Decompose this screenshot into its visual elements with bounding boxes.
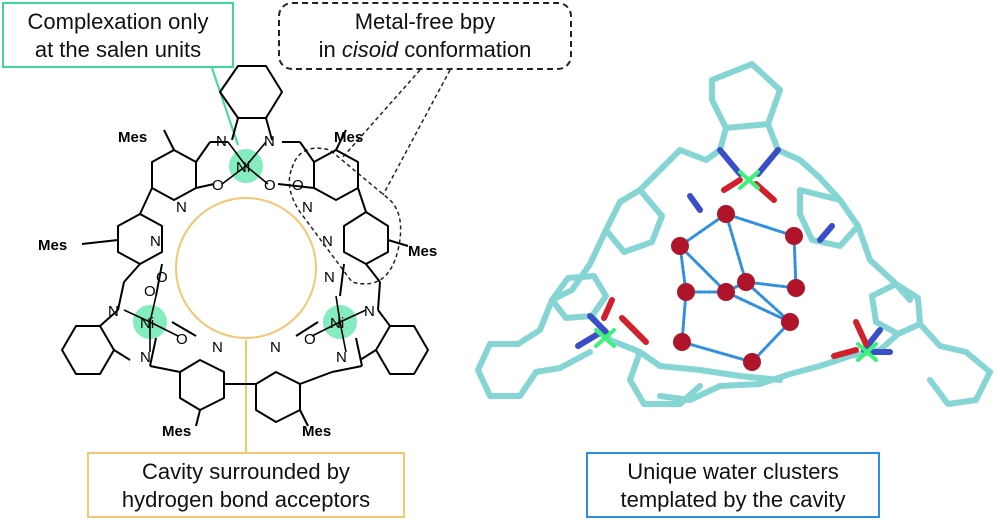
n-label: N xyxy=(270,339,281,356)
bpy-dashed-outline xyxy=(288,147,402,285)
n-label: N xyxy=(176,199,187,216)
crystal-structure xyxy=(475,61,993,407)
cavity-callout: Cavity surrounded by hydrogen bond accep… xyxy=(87,452,405,518)
bpy-callout-pre: in xyxy=(318,37,342,62)
ni-label-right: Ni xyxy=(330,315,344,332)
bpy-callout-post: conformation xyxy=(398,37,532,62)
mes-label: Mes xyxy=(38,237,67,254)
mes-label: Mes xyxy=(302,423,331,440)
bpy-callout-line2: in cisoid conformation xyxy=(280,36,570,64)
n-label: N xyxy=(150,233,161,250)
ni-label-top: Ni xyxy=(236,159,250,176)
salen-callout-line1: Complexation only xyxy=(27,9,209,34)
n-label: N xyxy=(364,303,375,320)
n-label: N xyxy=(322,233,333,250)
o-label: O xyxy=(144,283,156,300)
water-callout-line1: Unique water clusters xyxy=(627,459,839,484)
n-label: N xyxy=(212,339,223,356)
mes-label: Mes xyxy=(162,423,191,440)
macrocycle-bonds xyxy=(61,65,429,427)
bpy-callout: Metal-free bpy in cisoid conformation xyxy=(278,2,572,70)
cavity-callout-line2: hydrogen bond acceptors xyxy=(121,487,371,512)
mes-label: Mes xyxy=(118,129,147,146)
ni-coordination xyxy=(123,141,367,353)
n-label: N xyxy=(140,349,151,366)
bpy-leader-1 xyxy=(341,69,421,159)
water-callout: Unique water clusters templated by the c… xyxy=(586,452,880,518)
o-label: O xyxy=(176,331,188,348)
o-label: O xyxy=(212,177,224,194)
n-label: N xyxy=(324,269,335,286)
bpy-leader-2 xyxy=(382,69,451,196)
bpy-callout-italic: cisoid xyxy=(341,37,399,62)
mes-label: Mes xyxy=(334,129,363,146)
atom-labels: Ni Ni Ni N N O O O N N N N O N N N O N O… xyxy=(38,129,437,440)
cavity-callout-line1: Cavity surrounded by xyxy=(142,459,350,484)
n-label: N xyxy=(108,303,119,320)
o-label: O xyxy=(292,177,304,194)
bpy-callout-line1: Metal-free bpy xyxy=(354,9,496,34)
o-label: O xyxy=(304,331,316,348)
n-label: N xyxy=(302,199,313,216)
n-label: N xyxy=(264,133,275,150)
n-label: N xyxy=(336,349,347,366)
salen-callout: Complexation only at the salen units xyxy=(2,2,234,68)
water-callout-line2: templated by the cavity xyxy=(620,487,846,512)
ni-label-left: Ni xyxy=(140,315,154,332)
o-label: O xyxy=(156,269,168,286)
salen-callout-line2: at the salen units xyxy=(34,37,202,62)
o-label: O xyxy=(264,177,276,194)
cavity-circle xyxy=(175,197,317,339)
mes-label: Mes xyxy=(408,243,437,260)
n-label: N xyxy=(216,133,227,150)
